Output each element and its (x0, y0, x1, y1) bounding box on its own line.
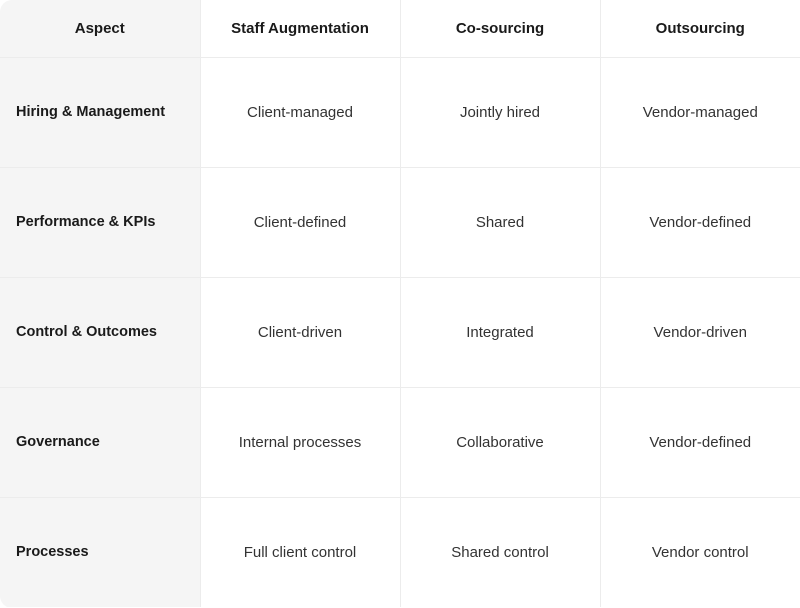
cell-staff-augmentation: Full client control (200, 497, 401, 607)
cell-staff-augmentation: Internal processes (200, 387, 401, 498)
cell-co-sourcing: Collaborative (400, 387, 601, 498)
row-label-hiring-management: Hiring & Management (0, 57, 201, 168)
table-body: Hiring & Management Client-managed Joint… (0, 57, 800, 607)
row-label-performance-kpis: Performance & KPIs (0, 167, 201, 278)
cell-outsourcing: Vendor-defined (600, 167, 800, 278)
table-header: Aspect Staff Augmentation Co-sourcing Ou… (0, 0, 800, 58)
cell-co-sourcing: Jointly hired (400, 57, 601, 168)
column-header-aspect: Aspect (0, 0, 201, 58)
column-header-co-sourcing: Co-sourcing (400, 0, 601, 58)
cell-staff-augmentation: Client-driven (200, 277, 401, 388)
row-label-processes: Processes (0, 497, 201, 607)
table-row: Governance Internal processes Collaborat… (0, 387, 800, 498)
cell-staff-augmentation: Client-defined (200, 167, 401, 278)
cell-co-sourcing: Shared control (400, 497, 601, 607)
cell-staff-augmentation: Client-managed (200, 57, 401, 168)
cell-outsourcing: Vendor control (600, 497, 800, 607)
table-row: Hiring & Management Client-managed Joint… (0, 57, 800, 168)
cell-co-sourcing: Shared (400, 167, 601, 278)
cell-outsourcing: Vendor-defined (600, 387, 800, 498)
row-label-control-outcomes: Control & Outcomes (0, 277, 201, 388)
cell-co-sourcing: Integrated (400, 277, 601, 388)
header-row: Aspect Staff Augmentation Co-sourcing Ou… (0, 0, 800, 58)
row-label-governance: Governance (0, 387, 201, 498)
table-row: Performance & KPIs Client-defined Shared… (0, 167, 800, 278)
table-row: Processes Full client control Shared con… (0, 497, 800, 607)
table-row: Control & Outcomes Client-driven Integra… (0, 277, 800, 388)
column-header-outsourcing: Outsourcing (600, 0, 800, 58)
cell-outsourcing: Vendor-managed (600, 57, 800, 168)
column-header-staff-augmentation: Staff Augmentation (200, 0, 401, 58)
cell-outsourcing: Vendor-driven (600, 277, 800, 388)
